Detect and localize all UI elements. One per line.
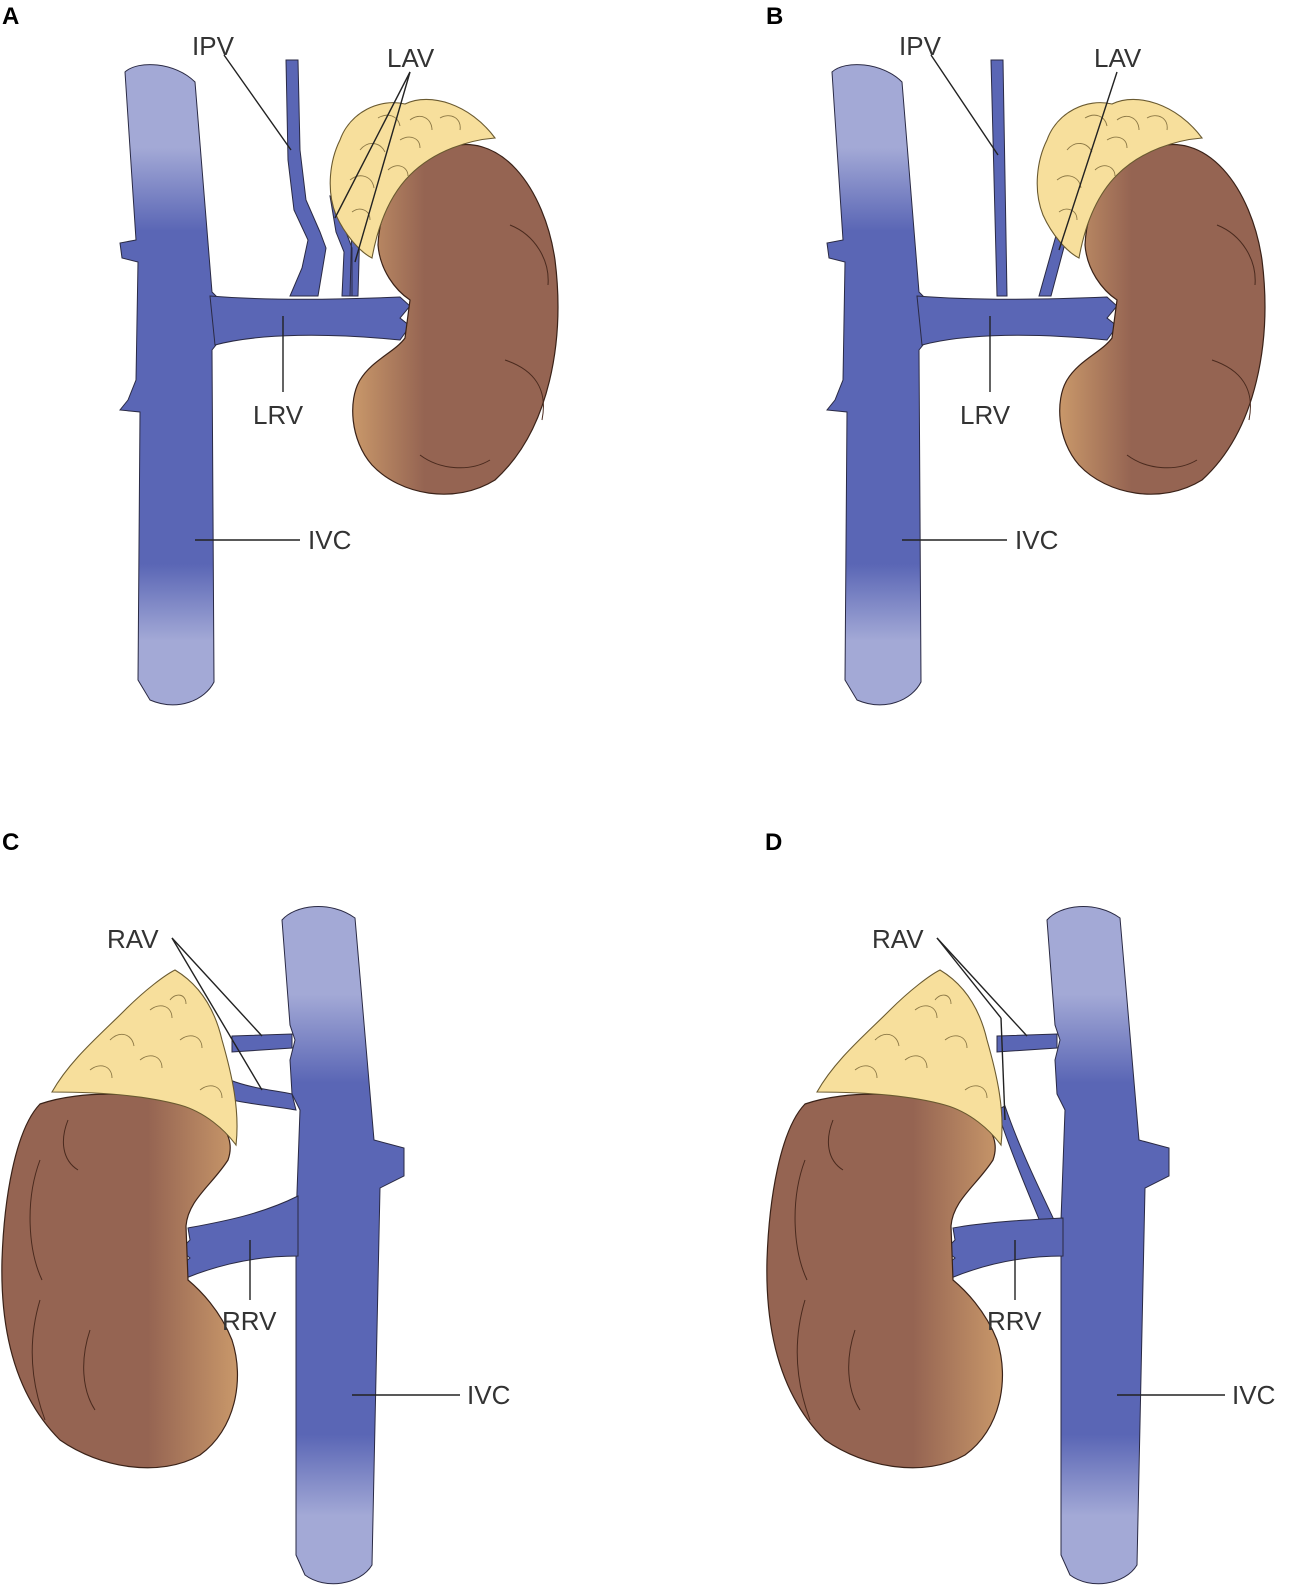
panel-d-rav-upper <box>996 1033 1058 1053</box>
panel-d-label-rav: RAV <box>872 924 924 954</box>
panel-d-rav-oblique <box>996 1105 1056 1225</box>
panel-b-kidney <box>1059 143 1266 495</box>
panel-b-ipv <box>990 59 1008 297</box>
panel-c-letter: C <box>2 829 19 856</box>
panel-b-ivc <box>826 64 928 706</box>
panel-d-label-ivc: IVC <box>1232 1380 1275 1410</box>
panel-a-lrv <box>209 295 411 346</box>
panel-a-label-lav: LAV <box>387 43 435 73</box>
panel-a-label-ivc: IVC <box>308 525 351 555</box>
panel-a-label-lrv: LRV <box>253 400 304 430</box>
panel-a-ivc <box>119 64 221 706</box>
panel-c-label-rav: RAV <box>107 924 159 954</box>
panel-b-letter: B <box>766 3 783 30</box>
panel-c-kidney <box>1 1093 239 1469</box>
panel-b-label-ivc: IVC <box>1015 525 1058 555</box>
panel-c-rav-upper <box>231 1033 293 1053</box>
panel-d: D RAV RRV IVC <box>765 829 1275 1585</box>
panel-c-label-rrv: RRV <box>222 1306 277 1336</box>
panel-a: A IPV LAV LRV IVC <box>2 3 559 706</box>
panel-b-lrv <box>916 295 1118 346</box>
panel-c-ivc <box>281 906 405 1585</box>
panel-d-rrv <box>944 1217 1064 1279</box>
panel-c-label-ivc: IVC <box>467 1380 510 1410</box>
panel-d-ivc <box>1046 906 1170 1585</box>
panel-d-letter: D <box>765 829 782 856</box>
panel-b-label-lrv: LRV <box>960 400 1011 430</box>
panel-c: C RAV RRV IVC <box>1 829 510 1585</box>
panel-a-kidney <box>352 143 559 495</box>
panel-c-rav-lower <box>229 1079 297 1111</box>
panel-a-label-ipv: IPV <box>192 31 235 61</box>
panel-b-label-ipv: IPV <box>899 31 942 61</box>
panel-b-adrenal <box>1036 98 1204 259</box>
panel-a-letter: A <box>2 3 19 30</box>
panel-c-rrv <box>179 1195 299 1279</box>
panel-b: B IPV LAV LRV IVC <box>766 3 1266 706</box>
panel-b-label-lav: LAV <box>1094 43 1142 73</box>
panel-a-ipv <box>285 59 327 297</box>
panel-d-label-rrv: RRV <box>987 1306 1042 1336</box>
panel-d-kidney <box>766 1093 1004 1469</box>
